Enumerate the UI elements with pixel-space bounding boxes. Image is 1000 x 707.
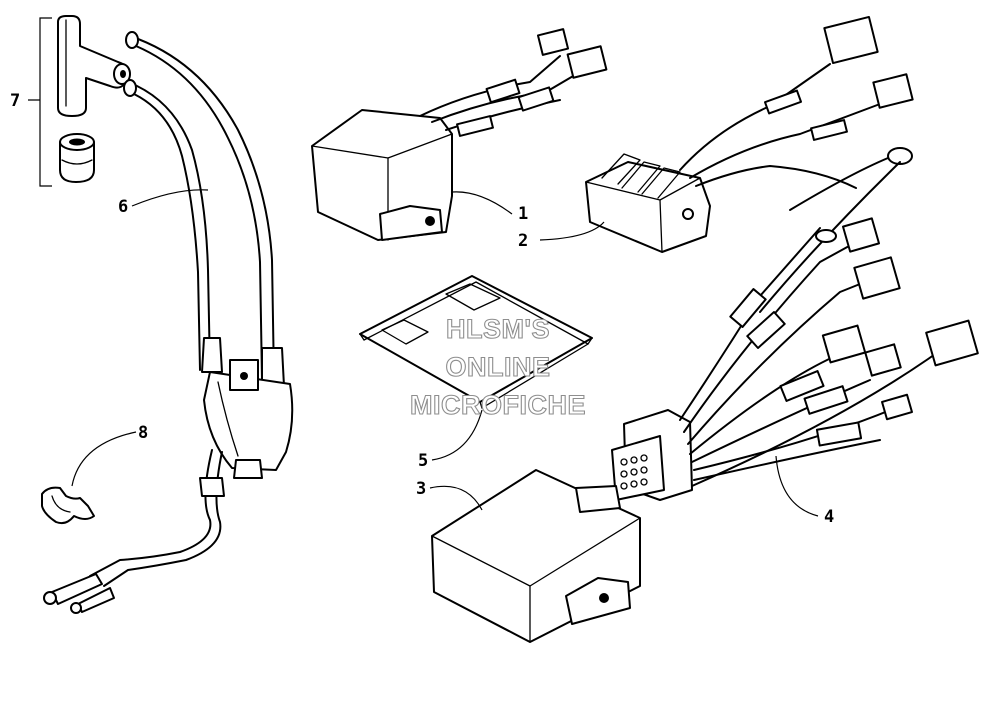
plug-boot [59,133,95,183]
callout-4: 4 [824,507,834,527]
watermark: HLSM'S ONLINE MICROFICHE [409,313,586,420]
leader-5 [431,409,483,461]
leader-6 [131,189,209,207]
callout-2: 2 [518,231,528,251]
watermark-line-2: ONLINE [445,352,550,382]
wiring-harness [611,161,979,501]
callout-5: 5 [418,451,428,471]
callout-6: 6 [118,197,128,217]
watermark-line-3: MICROFICHE [410,390,586,420]
circuit-sheet [359,275,593,409]
cdi-module [311,28,608,241]
spark-plug-cap [57,15,131,117]
leader-3 [429,485,483,511]
leader-4 [775,455,819,517]
callout-8: 8 [138,423,148,443]
voltage-regulator [585,15,914,253]
leader-8 [71,431,137,487]
ignition-coil [43,31,294,614]
callout-3: 3 [416,479,426,499]
watermark-line-1: HLSM'S [446,314,550,344]
hose-clamp [41,486,95,525]
ecu-module [431,469,641,643]
leader-2 [539,221,605,241]
leader-1 [451,191,513,215]
bracket-7 [28,17,52,187]
callout-7: 7 [10,91,20,111]
callout-1: 1 [518,204,528,224]
